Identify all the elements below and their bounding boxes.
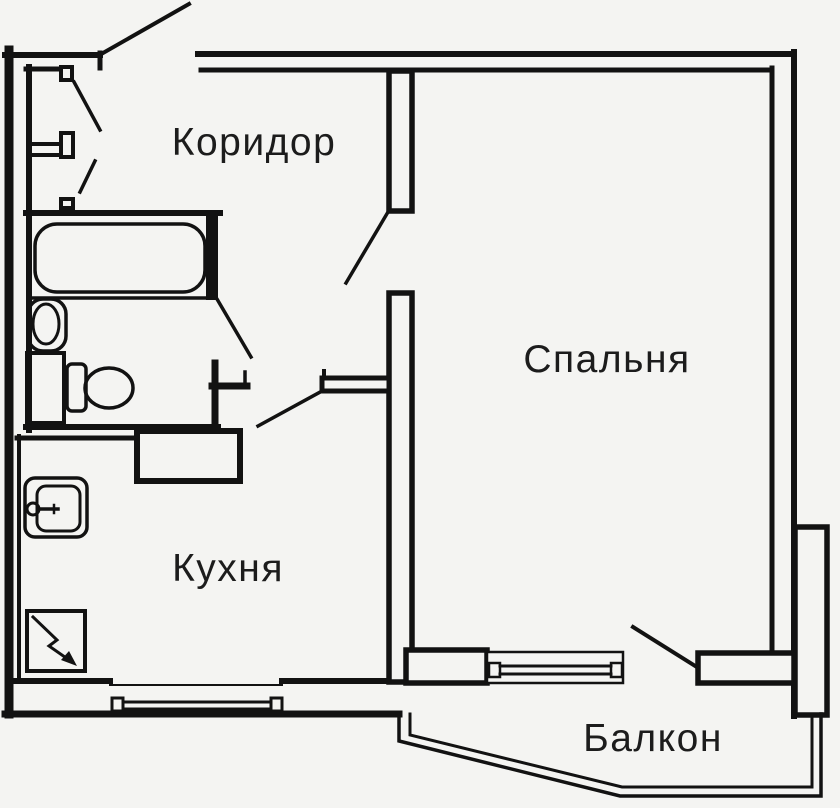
bathroom-door: [214, 296, 254, 360]
stove: [25, 609, 87, 673]
kitchen-sink: [23, 476, 89, 539]
central-wall: [255, 68, 415, 685]
balcony-parapet-outer: [397, 712, 823, 798]
kitchen-sink-bowl: [35, 484, 82, 533]
stove-arrow: [30, 614, 75, 665]
closet-door-lower: [77, 158, 98, 195]
kitchen-fixtures: [23, 476, 89, 673]
bathroom: [23, 210, 254, 434]
closet-jamb-mid: [59, 131, 75, 159]
balcony-door: [630, 624, 703, 672]
balcony-structure: [397, 524, 830, 798]
bedroom-wall-left: [403, 647, 490, 686]
bedroom-label: Спальня: [523, 338, 690, 381]
corridor-label: Коридор: [172, 121, 337, 164]
entrance-door: [100, 1, 192, 56]
kitchen-window-block-left: [110, 696, 125, 713]
balcony-label: Балкон: [583, 717, 723, 760]
toilet-bowl: [83, 366, 135, 410]
bedroom-window-block-left: [487, 661, 502, 679]
bedroom-door: [343, 209, 391, 286]
bathtub: [33, 222, 207, 294]
bedroom-south-wall: [403, 624, 797, 686]
wash-basin-bowl: [31, 302, 61, 346]
bedroom-wall-right: [695, 650, 797, 686]
balcony-parapet-inner: [408, 712, 814, 789]
central-wall-upper: [386, 68, 415, 214]
closet-jamb-top: [59, 65, 74, 82]
kitchen-door-wall: [319, 375, 392, 394]
closet-door-upper: [71, 79, 103, 133]
bedroom-window-block-right: [609, 661, 624, 679]
cabinet: [25, 351, 66, 425]
balcony-pier: [792, 524, 830, 718]
kitchen-door: [255, 388, 325, 429]
kitchen-label: Кухня: [172, 547, 284, 590]
central-wall-lower: [386, 290, 415, 685]
vent-shaft: [134, 428, 243, 484]
stove-arrowhead: [61, 651, 77, 666]
closet-jamb-bottom: [59, 197, 75, 210]
tub-alcove-pier: [206, 215, 218, 300]
kitchen-window: [109, 684, 284, 713]
kitchen-window-block-right: [269, 696, 284, 713]
